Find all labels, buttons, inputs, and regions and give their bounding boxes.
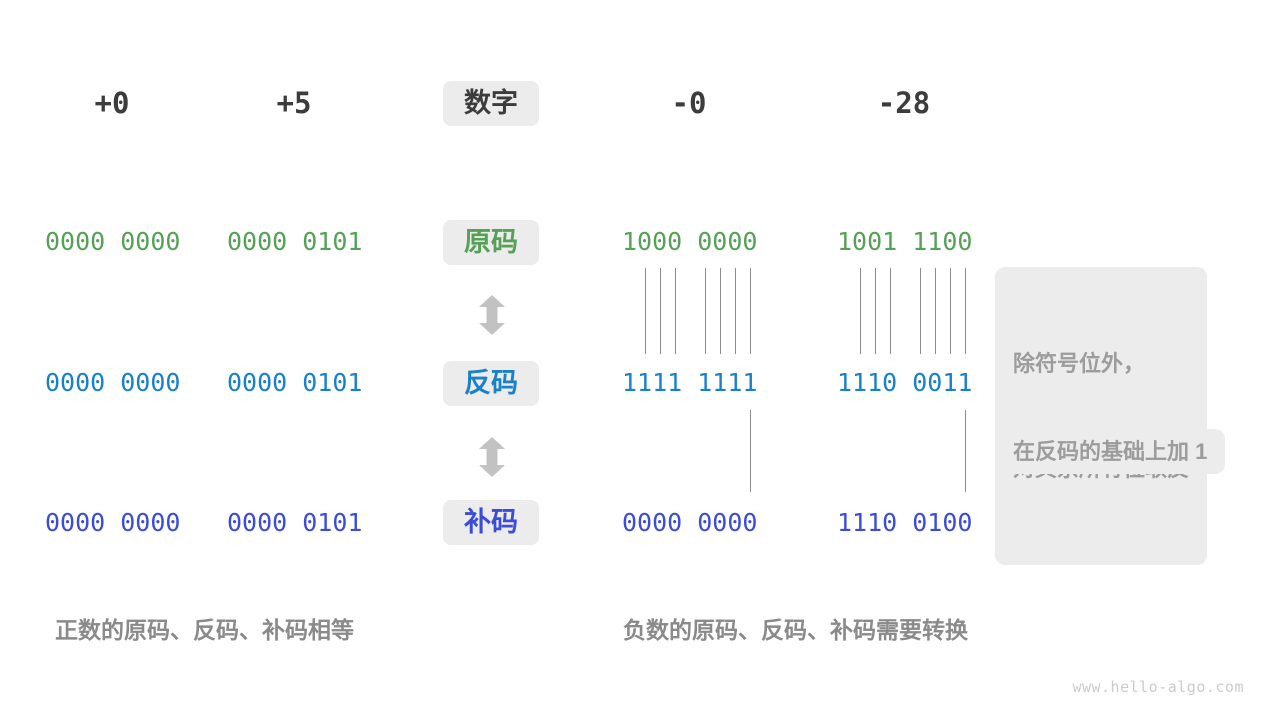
annotation-flip-bits: 除符号位外， 对其余所有位取反 [995,267,1208,565]
up-down-arrow-icon [479,437,505,477]
sign-magnitude-label-box: 原码 [443,220,539,265]
annotation-add-one: 在反码的基础上加 1 [995,429,1226,474]
header-value-plus-five: +5 [276,86,312,120]
ones-complement-label-box: 反码 [443,361,539,406]
caption-negative-numbers: 负数的原码、反码、补码需要转换 [623,617,968,643]
annotation-flip-line1: 除符号位外， [1013,351,1146,376]
bit-connector-line [934,268,936,354]
header-value-minus-28: -28 [877,86,931,120]
caption-positive-numbers: 正数的原码、反码、补码相等 [55,617,354,643]
bit-connector-line [949,268,951,354]
header-value-plus-zero: +0 [94,86,130,120]
bit-connector-line [919,268,921,354]
bit-connector-line [874,268,876,354]
bit-connector-line [704,268,706,354]
watermark: www.hello-algo.com [1072,678,1244,696]
sign-magnitude-value-col2: 0000 0101 [227,227,363,256]
header-value-minus-zero: -0 [671,86,707,120]
carry-connector-line-minus-28 [965,410,966,492]
bit-connector-line [659,268,661,354]
header-label-box: 数字 [443,81,539,126]
sign-magnitude-value-col4: 1001 1100 [837,227,973,256]
twos-complement-value-col3: 0000 0000 [622,508,758,537]
bit-connector-line [674,268,676,354]
ones-complement-value-col1: 0000 0000 [45,368,181,397]
bit-connector-line [889,268,891,354]
bit-connector-line [719,268,721,354]
carry-connector-line-minus-zero [750,410,751,492]
bit-connector-line [749,268,751,354]
bit-connector-line [644,268,646,354]
twos-complement-value-col2: 0000 0101 [227,508,363,537]
ones-complement-value-col3: 1111 1111 [622,368,758,397]
twos-complement-value-col1: 0000 0000 [45,508,181,537]
twos-complement-label-box: 补码 [443,500,539,545]
bit-connector-lines-minus-zero [622,268,757,354]
bit-connector-line [734,268,736,354]
bit-connector-line [964,268,966,354]
twos-complement-value-col4: 1110 0100 [837,508,973,537]
sign-magnitude-value-col1: 0000 0000 [45,227,181,256]
up-down-arrow-icon [479,295,505,335]
ones-complement-value-col2: 0000 0101 [227,368,363,397]
ones-complement-value-col4: 1110 0011 [837,368,973,397]
bit-connector-lines-minus-28 [837,268,972,354]
sign-magnitude-value-col3: 1000 0000 [622,227,758,256]
bit-connector-line [859,268,861,354]
